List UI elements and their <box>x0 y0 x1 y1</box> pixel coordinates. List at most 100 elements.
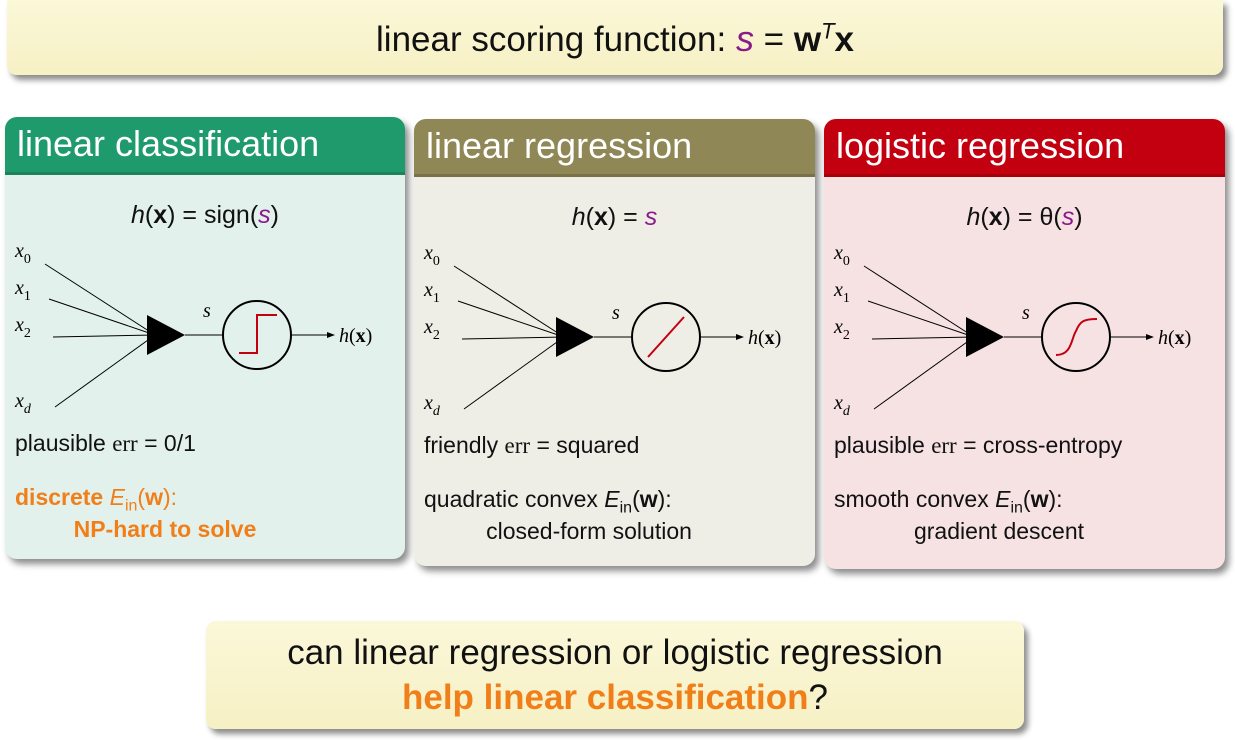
output-arrowhead <box>327 332 335 338</box>
card-title: logistic regression <box>824 119 1225 177</box>
input-edge-xd <box>54 334 156 408</box>
scoring-function-banner: linear scoring function: s = wTx <box>7 0 1223 75</box>
input-edge-x1 <box>48 298 156 336</box>
card-title: linear classification <box>5 117 405 175</box>
formula-func: θ( <box>1039 203 1062 231</box>
err-value: = squared <box>530 432 640 458</box>
note-line2: gradient descent <box>913 517 1085 544</box>
input-label-xd: xd <box>14 390 32 417</box>
note-line2: NP-hard to solve <box>73 515 257 542</box>
input-edge-x2 <box>461 336 565 340</box>
s-label: s <box>1022 302 1030 324</box>
output-arrowhead <box>1146 334 1154 340</box>
err-word: plausible <box>834 432 932 458</box>
error-measure: plausible err = cross-entropy <box>834 432 1122 459</box>
err-label: err <box>112 431 138 456</box>
question-banner: can linear regression or logistic regres… <box>206 621 1024 729</box>
input-edge-xd <box>873 336 975 410</box>
summation-triangle <box>966 317 1004 357</box>
card-title: linear regression <box>414 119 815 177</box>
output-label: h(x) <box>748 327 781 349</box>
input-label-x1: x1 <box>833 279 850 306</box>
err-word: plausible <box>15 430 113 456</box>
summation-triangle <box>147 315 185 355</box>
activation-curve <box>239 314 277 354</box>
optimization-note: smooth convex Ein(w):gradient descent <box>834 486 1164 545</box>
input-label-x1: x1 <box>14 277 31 304</box>
question-line1: can linear regression or logistic regres… <box>287 633 943 672</box>
input-label-x2: x2 <box>833 316 850 343</box>
formula-eq: ) = <box>167 201 204 229</box>
optimization-note: discrete Ein(w):NP-hard to solve <box>15 484 315 543</box>
activation-curve <box>1055 318 1098 356</box>
input-edge-x0 <box>863 265 975 338</box>
formula-h: h <box>966 203 981 231</box>
input-label-xd: xd <box>833 392 851 419</box>
hypothesis-formula: h(x) = θ(s) <box>966 203 1083 231</box>
banner-s: s <box>735 18 754 59</box>
formula-s: s <box>644 203 658 231</box>
formula-h: h <box>131 201 145 229</box>
err-label: err <box>504 433 531 458</box>
question-highlight: help linear classification <box>401 678 809 717</box>
input-edge-x1 <box>867 300 975 338</box>
formula-s: s <box>1061 203 1075 231</box>
formula-eq: ) = <box>607 203 645 231</box>
card-logistic-regression: logistic regression h(x) = θ(s) x0 x1 x2 xd s h… <box>824 119 1225 569</box>
formula-x: x <box>988 203 1003 231</box>
formula-func: sign( <box>203 201 259 229</box>
formula-h: h <box>571 203 586 231</box>
input-edge-x1 <box>457 300 565 338</box>
note-line1: discrete Ein(w): <box>15 484 315 516</box>
input-label-x0: x0 <box>423 242 440 269</box>
note-ein: Ein(w): <box>109 484 178 515</box>
note-text: smooth convex <box>834 486 996 512</box>
error-measure: friendly err = squared <box>424 432 639 459</box>
banner-T: T <box>821 18 835 44</box>
summation-triangle <box>556 317 594 357</box>
note-ein: Ein(w): <box>604 486 672 517</box>
formula-close: ) <box>270 201 279 229</box>
error-measure: plausible err = 0/1 <box>15 430 196 457</box>
hypothesis-formula: h(x) = s <box>571 203 658 231</box>
question-line2: help linear classification? <box>206 678 1024 718</box>
note-line2: closed-form solution <box>486 517 692 544</box>
note-text: quadratic convex <box>424 486 605 512</box>
input-edge-x2 <box>52 334 156 338</box>
input-edge-x2 <box>871 336 975 340</box>
note-line1: smooth convex Ein(w): <box>834 486 1164 518</box>
note-ein: Ein(w): <box>995 486 1063 517</box>
formula-x: x <box>594 203 608 231</box>
banner-w: w <box>793 20 822 59</box>
formula-s: s <box>258 201 271 229</box>
input-edge-xd <box>463 336 565 410</box>
err-word: friendly <box>424 432 505 458</box>
activation-circle <box>1041 302 1111 372</box>
output-arrowhead <box>736 334 744 340</box>
err-value: = cross-entropy <box>956 432 1123 458</box>
s-label: s <box>203 300 211 322</box>
card-linear-regression: linear regression h(x) = s x0 x1 x2 xd s h(x) fr… <box>414 119 815 566</box>
input-edge-x0 <box>453 265 565 338</box>
input-label-x0: x0 <box>833 242 850 269</box>
banner-prefix: linear scoring function: <box>376 20 736 59</box>
optimization-note: quadratic convex Ein(w):closed-form solu… <box>424 486 754 545</box>
input-label-x2: x2 <box>423 316 440 343</box>
formula-eq: ) = <box>1002 203 1040 231</box>
card-linear-classification: linear classification h(x) = sign(s) x0 x1 x… <box>5 117 405 559</box>
err-value: = 0/1 <box>137 430 196 456</box>
formula-x: x <box>153 201 168 229</box>
scoring-function-text: linear scoring function: s = wTx <box>7 18 1223 60</box>
input-label-x0: x0 <box>14 240 31 267</box>
input-label-x2: x2 <box>14 314 31 341</box>
note-highlight: discrete <box>15 484 110 510</box>
input-label-xd: xd <box>423 392 441 419</box>
input-edge-x0 <box>44 263 156 336</box>
input-label-x1: x1 <box>423 279 440 306</box>
banner-eq: = <box>753 20 794 59</box>
err-label: err <box>931 433 957 458</box>
hypothesis-formula: h(x) = sign(s) <box>131 201 279 229</box>
